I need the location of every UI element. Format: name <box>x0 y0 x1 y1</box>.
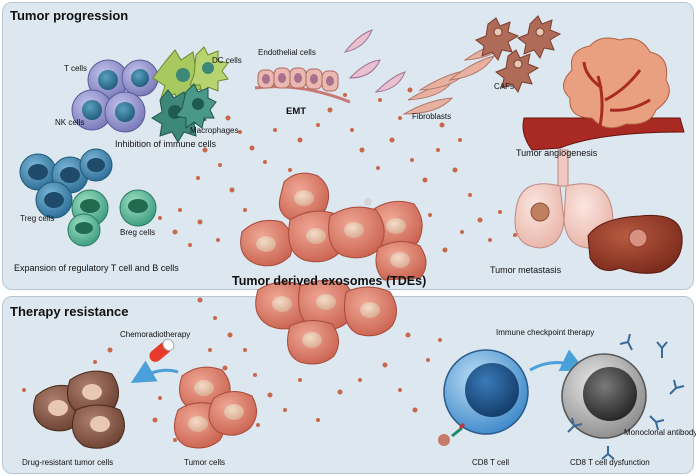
vesicle-dot <box>364 198 372 206</box>
label-tumor-metastasis: Tumor metastasis <box>490 265 562 275</box>
tumor-cells-group <box>173 366 257 449</box>
label-nk-cells: NK cells <box>55 118 85 127</box>
label-dc-cells: DC cells <box>212 56 242 65</box>
label-fibroblasts: Fibroblasts <box>412 112 452 121</box>
label-drug-resistant: Drug-resistant tumor cells <box>22 458 114 467</box>
central-tumor-mass <box>240 172 427 365</box>
label-tdes: Tumor derived exosomes (TDEs) <box>232 274 427 288</box>
endothelial-layer <box>254 67 351 104</box>
label-treg-cells: Treg cells <box>20 214 55 223</box>
breg-cells <box>67 189 157 247</box>
label-immune-checkpoint-therapy: Immune checkpoint therapy <box>496 328 595 337</box>
label-expansion: Expansion of regulatory T cell and B cel… <box>14 263 179 273</box>
label-cd8-t-cell: CD8 T cell <box>472 458 510 467</box>
liver <box>587 214 683 274</box>
antibody-icons <box>567 333 685 460</box>
label-t-cells: T cells <box>64 64 87 73</box>
label-chemoradiotherapy: Chemoradiotherapy <box>120 330 191 339</box>
dysfunctional-cd8-t-cell <box>561 353 647 439</box>
cd8-t-cell <box>438 349 529 446</box>
label-endothelial-cells: Endothelial cells <box>258 48 316 57</box>
cafs <box>474 15 562 94</box>
label-inhibition: Inhibition of immune cells <box>115 139 217 149</box>
pill-icon <box>149 338 175 362</box>
label-cafs: CAFs <box>494 82 514 91</box>
section-title-tumor-progression: Tumor progression <box>10 8 129 23</box>
angiogenesis-tumor <box>522 37 685 151</box>
chemo-arrow <box>130 360 179 384</box>
label-tumor-cells: Tumor cells <box>184 458 226 467</box>
label-emt: EMT <box>286 106 307 117</box>
label-breg-cells: Breg cells <box>120 228 156 237</box>
t-cells-cluster <box>71 59 159 133</box>
exosome-dots <box>22 87 517 442</box>
label-tumor-angiogenesis: Tumor angiogenesis <box>516 148 598 158</box>
section-title-therapy-resistance: Therapy resistance <box>10 304 129 319</box>
label-monoclonal-antibody: Monoclonal antibody <box>624 428 696 437</box>
drug-resistant-tumor-cells <box>33 370 125 449</box>
treg-cells <box>19 148 113 219</box>
mesenchymal-cells <box>343 29 406 93</box>
label-cd8-dysfunction: CD8 T cell dysfunction <box>570 458 650 467</box>
label-macrophages: Macrophages <box>190 126 239 135</box>
macrophages <box>151 83 217 143</box>
